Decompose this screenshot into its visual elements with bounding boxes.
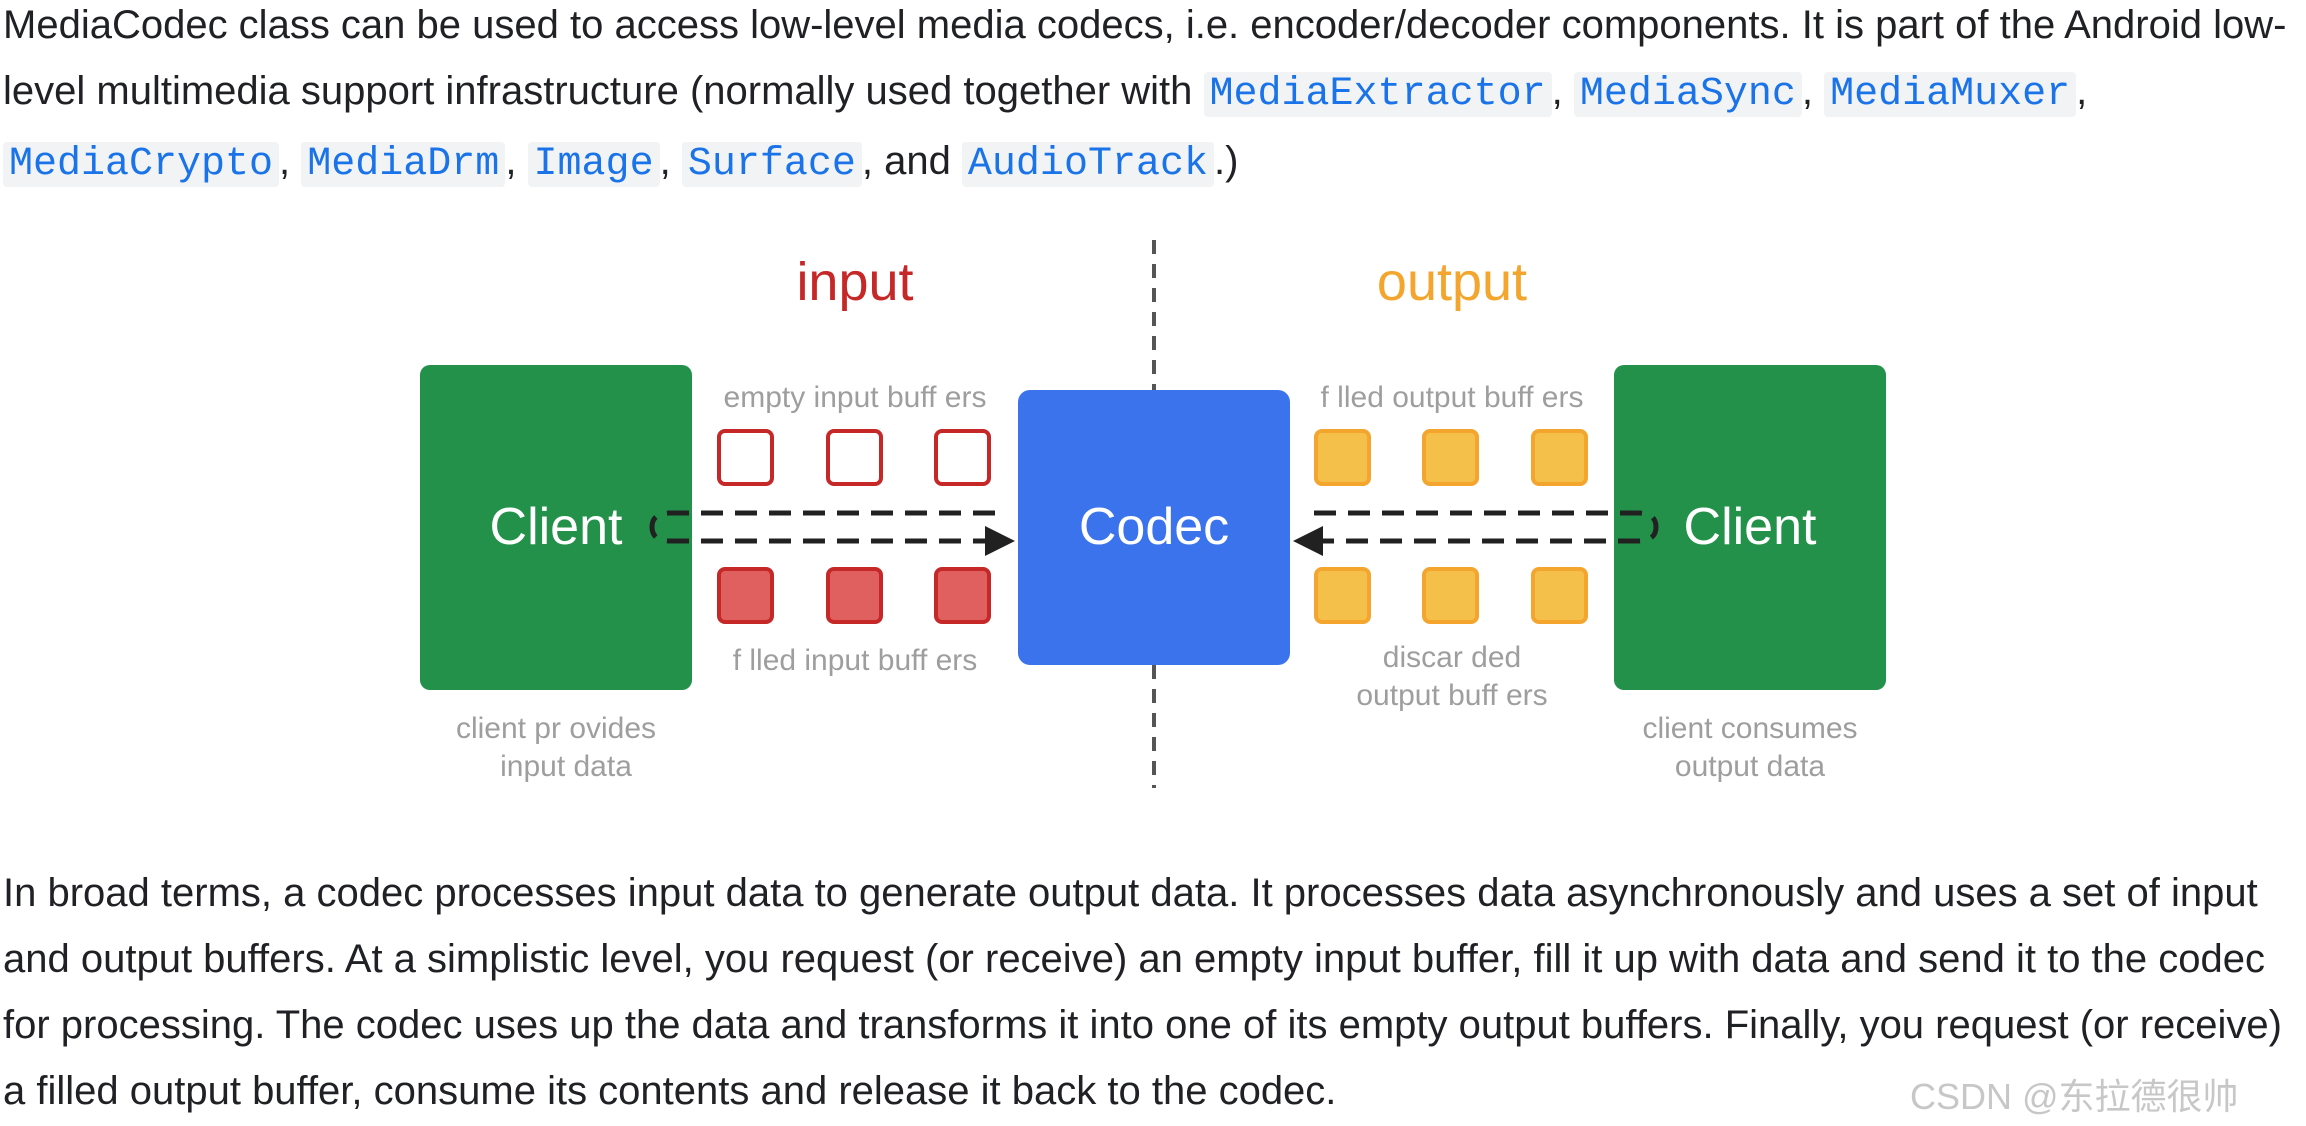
api-link-mediaextractor[interactable]: MediaExtractor <box>1203 72 1552 117</box>
and-text: , and <box>861 139 962 183</box>
body-paragraph: In broad terms, a codec processes input … <box>3 871 2282 1113</box>
empty-input-buffers <box>717 429 991 486</box>
api-link-mediacrypto[interactable]: MediaCrypto <box>3 142 280 187</box>
api-link-mediadrm[interactable]: MediaDrm <box>301 142 506 187</box>
api-link-image[interactable]: Image <box>527 142 660 187</box>
output-heading: output <box>1377 252 1527 312</box>
separator: , <box>279 139 302 183</box>
empty-input-buffer <box>934 429 991 486</box>
filled-input-buffers <box>717 567 991 624</box>
filled-output-buffer <box>1422 429 1479 486</box>
empty-input-buffer <box>826 429 883 486</box>
watermark: CSDN @东拉德很帅 <box>1910 1076 2239 1117</box>
discarded-output-buffer <box>1531 567 1588 624</box>
discarded-output-buffer <box>1314 567 1371 624</box>
client-consumes-label-1: client consumes <box>1642 712 1857 745</box>
discarded-output-buffer <box>1422 567 1479 624</box>
filled-input-buffer <box>934 567 991 624</box>
empty-input-buffers-label: empty input buff ers <box>724 381 987 414</box>
client-left-label: Client <box>490 498 623 556</box>
filled-input-buffer <box>826 567 883 624</box>
separator: , <box>2076 69 2088 113</box>
client-consumes-label-2: output data <box>1675 750 1825 783</box>
output-flow-arrow <box>1293 510 1659 556</box>
filled-output-buffer <box>1314 429 1371 486</box>
input-heading: input <box>796 252 913 312</box>
filled-output-buffers <box>1314 429 1588 486</box>
empty-input-buffer <box>717 429 774 486</box>
api-link-mediamuxer[interactable]: MediaMuxer <box>1824 72 2077 117</box>
close-text: .) <box>1213 139 1239 183</box>
codec-diagram: input output Client Codec Client empty i… <box>420 240 1886 788</box>
client-left-block <box>420 365 692 690</box>
discarded-buffers-label-1: discar ded <box>1383 641 1521 674</box>
filled-input-buffer <box>717 567 774 624</box>
separator: , <box>1551 69 1574 113</box>
filled-input-buffers-label: f lled input buff ers <box>733 644 978 677</box>
separator: , <box>505 139 528 183</box>
discarded-buffers-label-2: output buff ers <box>1356 679 1547 712</box>
client-provides-label-1: client pr ovides <box>456 712 656 745</box>
intro-paragraph: MediaCodec class can be used to access l… <box>3 0 2299 198</box>
api-link-mediasync[interactable]: MediaSync <box>1573 72 1802 117</box>
client-provides-label-2: input data <box>500 750 632 783</box>
client-right-label: Client <box>1684 498 1817 556</box>
intro-text: MediaCodec class can be used to access l… <box>3 3 2287 113</box>
codec-block <box>1018 390 1290 665</box>
api-link-surface[interactable]: Surface <box>681 142 862 187</box>
input-flow-arrow <box>649 510 1015 556</box>
separator: , <box>1801 69 1825 113</box>
filled-output-buffers-label: f lled output buff ers <box>1321 381 1584 414</box>
discarded-output-buffers <box>1314 567 1588 624</box>
client-right-block <box>1614 365 1886 690</box>
separator: , <box>659 139 682 183</box>
api-link-audiotrack[interactable]: AudioTrack <box>961 142 1214 187</box>
codec-label: Codec <box>1079 498 1229 556</box>
filled-output-buffer <box>1531 429 1588 486</box>
